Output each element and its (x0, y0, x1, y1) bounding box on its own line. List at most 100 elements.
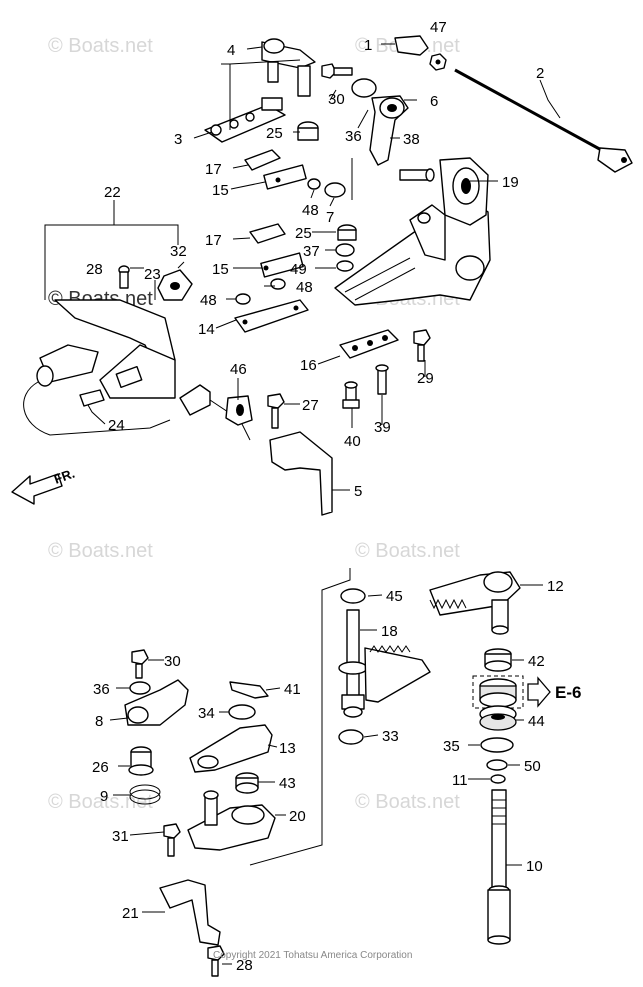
callout-31: 31 (112, 828, 129, 845)
callout-15: 15 (212, 182, 229, 199)
callout-16: 16 (300, 357, 317, 374)
washer (351, 78, 377, 98)
callout-28: 28 (86, 261, 103, 278)
callout-15: 15 (212, 261, 229, 278)
bolt-31 (163, 823, 181, 857)
bracket-19 (334, 157, 491, 306)
bracket-5 (269, 431, 333, 516)
seal-44 (479, 705, 517, 731)
callout-47: 47 (430, 19, 447, 36)
ref-arrow-icon: E-6 (527, 676, 581, 708)
ring-11 (490, 774, 506, 784)
callout-labels: 1 2 3 4 5 6 7 8 9 10 11 12 13 14 15 15 1… (86, 19, 564, 974)
callout-38: 38 (403, 131, 420, 148)
bushing-25 (297, 121, 319, 141)
washer-48 (270, 278, 286, 290)
part-1 (394, 35, 429, 56)
cable-2 (454, 68, 633, 173)
spring-9 (129, 784, 161, 805)
neutral-switch-assembly-22 (23, 265, 253, 441)
callout-1: 1 (364, 37, 372, 54)
group-bracket (249, 568, 351, 866)
callout-19: 19 (502, 174, 519, 191)
watermark: © Boats.net (355, 791, 460, 813)
bushing-26 (128, 746, 154, 776)
washer-48 (307, 178, 321, 190)
washer-7 (324, 182, 346, 198)
callout-12: 12 (547, 578, 564, 595)
arm-6 (369, 95, 409, 166)
bolt-27 (267, 393, 285, 429)
callout-22: 22 (104, 184, 121, 201)
callout-40: 40 (344, 433, 361, 450)
watermark: © Boats.net (355, 540, 460, 562)
callout-30: 30 (164, 653, 181, 670)
callout-9: 9 (100, 788, 108, 805)
callout-46: 46 (230, 361, 247, 378)
clip-17 (244, 149, 281, 171)
callout-48: 48 (302, 202, 319, 219)
gear-sector-12 (429, 571, 521, 635)
callout-2: 2 (536, 65, 544, 82)
seal-assembly-44 (472, 675, 524, 709)
clip-41 (229, 681, 269, 699)
plate-14 (234, 299, 309, 333)
callout-21: 21 (122, 905, 139, 922)
callout-49: 49 (290, 261, 307, 278)
washer-37 (335, 243, 355, 257)
clip-17 (249, 223, 286, 244)
callout-18: 18 (381, 623, 398, 640)
callout-4: 4 (227, 42, 235, 59)
shift-cam-20 (187, 790, 276, 851)
washer-34 (228, 704, 256, 720)
callout-41: 41 (284, 681, 301, 698)
svg-text:FR.: FR. (52, 466, 77, 487)
washer-48 (235, 293, 251, 305)
bolt-29 (413, 329, 431, 362)
link-15 (260, 252, 304, 278)
callout-17: 17 (205, 161, 222, 178)
callout-7: 7 (326, 209, 334, 226)
callout-48: 48 (200, 292, 217, 309)
callout-35: 35 (443, 738, 460, 755)
callout-33: 33 (382, 728, 399, 745)
clip-49 (336, 260, 354, 272)
callout-37: 37 (303, 243, 320, 260)
callout-3: 3 (174, 131, 182, 148)
bolt-28 (207, 945, 225, 977)
callout-29: 29 (417, 370, 434, 387)
bracket-21 (159, 879, 221, 946)
watermark: © Boats.net (48, 791, 153, 813)
callout-5: 5 (354, 483, 362, 500)
callout-25: 25 (266, 125, 283, 142)
watermark: © Boats.net (48, 540, 153, 562)
callout-20: 20 (289, 808, 306, 825)
clip-50 (486, 759, 508, 771)
callout-25: 25 (295, 225, 312, 242)
callout-36: 36 (93, 681, 110, 698)
pin-40 (342, 381, 360, 409)
callout-8: 8 (95, 713, 103, 730)
callout-24: 24 (108, 417, 125, 434)
arm-13 (189, 724, 273, 773)
grommet-16 (339, 329, 399, 359)
callout-23: 23 (144, 266, 161, 283)
nut-47 (429, 53, 447, 71)
callout-48: 48 (296, 279, 313, 296)
link-4 (261, 38, 316, 97)
bushing-42 (484, 648, 512, 672)
callout-44: 44 (528, 713, 545, 730)
pin-39 (375, 364, 389, 395)
watermark: © Boats.net (48, 35, 153, 57)
callout-45: 45 (386, 588, 403, 605)
callout-26: 26 (92, 759, 109, 776)
callout-36: 36 (345, 128, 362, 145)
link-3 (204, 97, 286, 143)
callout-11: 11 (452, 772, 468, 789)
callout-30: 30 (328, 91, 345, 108)
washer-33 (338, 729, 364, 745)
callout-32: 32 (170, 243, 187, 260)
shift-rod-10 (487, 789, 511, 945)
shift-shaft-18 (338, 609, 431, 718)
